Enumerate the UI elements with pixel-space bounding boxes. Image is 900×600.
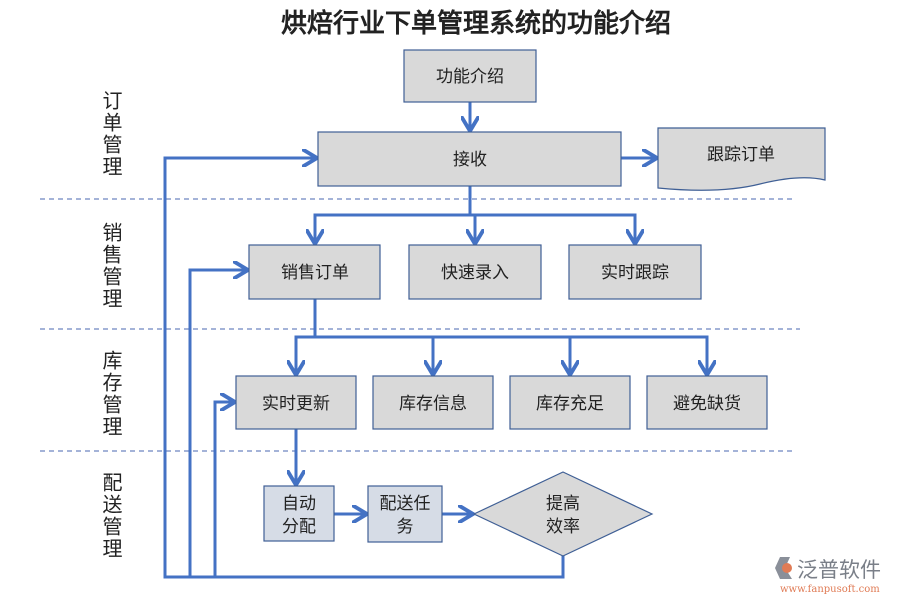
connectors	[163, 102, 707, 579]
node-avoid-shortage[interactable]: 避免缺货	[646, 375, 768, 430]
svg-text:分配: 分配	[282, 517, 316, 537]
fanpu-logo: 泛普软件 www.fanpusoft.com	[775, 557, 881, 595]
node-realtime-update[interactable]: 实时更新	[235, 375, 357, 430]
svg-text:泛普软件: 泛普软件	[797, 558, 881, 582]
node-realtime-track[interactable]: 实时跟踪	[568, 244, 702, 300]
node-track-order[interactable]: 跟踪订单	[657, 127, 826, 191]
svg-text:跟踪订单: 跟踪订单	[707, 145, 775, 165]
section-label-delivery: 配送管理	[99, 472, 123, 560]
svg-text:提高: 提高	[546, 494, 580, 514]
svg-text:接收: 接收	[453, 150, 487, 170]
node-stock-info[interactable]: 库存信息	[372, 375, 494, 430]
svg-text:www.fanpusoft.com: www.fanpusoft.com	[780, 584, 880, 595]
svg-text:配送任: 配送任	[380, 494, 431, 514]
svg-text:自动: 自动	[282, 494, 316, 514]
section-label-stock: 库存管理	[99, 350, 123, 438]
node-stock-sufficient[interactable]: 库存充足	[509, 375, 631, 430]
svg-text:销售订单: 销售订单	[281, 263, 349, 283]
svg-text:库存充足: 库存充足	[536, 394, 604, 414]
node-intro[interactable]: 功能介绍	[403, 49, 537, 103]
svg-text:快速录入: 快速录入	[441, 263, 509, 283]
svg-text:实时跟踪: 实时跟踪	[601, 263, 669, 283]
svg-text:避免缺货: 避免缺货	[673, 394, 741, 414]
page-title: 烘焙行业下单管理系统的功能介绍	[281, 8, 671, 39]
svg-text:实时更新: 实时更新	[262, 394, 330, 414]
svg-text:效率: 效率	[546, 517, 580, 537]
node-quick-entry[interactable]: 快速录入	[408, 244, 542, 300]
node-sales-order[interactable]: 销售订单	[248, 244, 381, 300]
section-label-sales: 销售管理	[99, 222, 123, 310]
section-label-order: 订单管理	[99, 90, 123, 178]
svg-text:库存信息: 库存信息	[399, 394, 467, 414]
svg-text:功能介绍: 功能介绍	[436, 67, 504, 87]
node-receive[interactable]: 接收	[317, 131, 622, 187]
svg-text:务: 务	[397, 517, 414, 537]
